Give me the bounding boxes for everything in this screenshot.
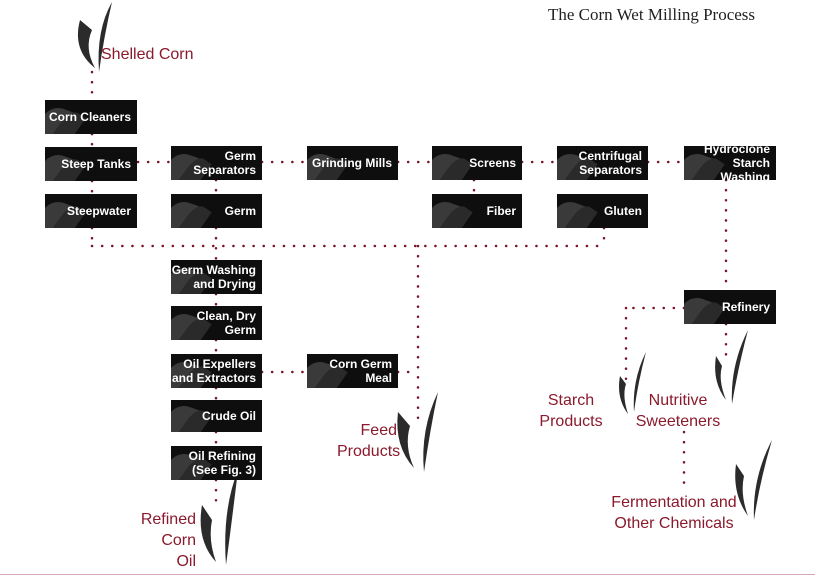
centrifugal-separators-box: Centrifugal Separators (557, 146, 648, 180)
leaf-icon-refined-oil (200, 470, 238, 565)
fiber-box: Fiber (432, 194, 522, 228)
refinery-box: Refinery (684, 290, 776, 324)
refined-corn-oil-label: Refined Corn Oil (140, 511, 196, 570)
steepwater-box: Steepwater (45, 194, 137, 228)
oil-expellers-box: Oil Expellers and Extractors (171, 354, 262, 388)
clean-dry-germ-box: Clean, Dry Germ (171, 306, 262, 340)
bottom-divider (0, 574, 815, 575)
leaf-icon-fermentation (735, 440, 772, 520)
screens-box: Screens (432, 146, 522, 180)
leaf-icon-starch (619, 352, 646, 414)
leaf-icons (77, 2, 772, 565)
diagram-title: The Corn Wet Milling Process (548, 5, 756, 24)
leaf-icon-sweeteners (715, 330, 748, 404)
leaf-icon-shelled-corn (77, 2, 112, 72)
starch-products-label: Starch Products (539, 392, 603, 430)
shelled-corn-label: Shelled Corn (101, 46, 194, 63)
oil-refining-box: Oil Refining (See Fig. 3) (171, 446, 262, 480)
hydroclone-box: Hydroclone Starch Washing (684, 146, 776, 180)
gluten-box: Gluten (557, 194, 648, 228)
crude-oil-box: Crude Oil (171, 400, 262, 432)
corn-germ-meal-box: Corn Germ Meal (307, 354, 398, 388)
fermentation-label: Fermentation and Other Chemicals (611, 494, 737, 532)
nutritive-sweeteners-label: Nutritive Sweeteners (635, 392, 721, 430)
germ-separators-box: Germ Separators (171, 146, 262, 180)
germ-washing-box: Germ Washing and Drying (171, 260, 262, 294)
leaf-icon-feed (397, 392, 438, 472)
germ-box: Germ (171, 194, 262, 228)
corn-cleaners-box: Corn Cleaners (45, 100, 137, 134)
steep-tanks-box: Steep Tanks (45, 147, 137, 181)
grinding-mills-box: Grinding Mills (307, 146, 398, 180)
feed-products-label: Feed Products (337, 422, 401, 460)
